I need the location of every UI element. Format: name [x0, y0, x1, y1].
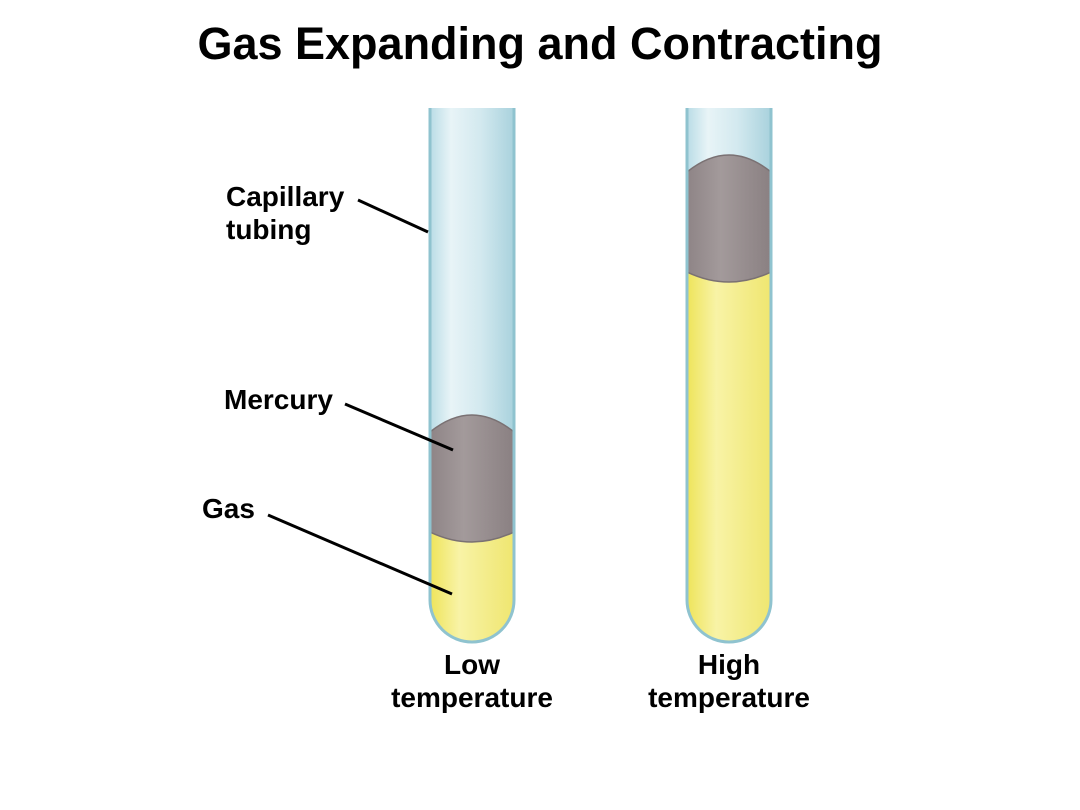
mercury-label: Mercury — [224, 384, 333, 415]
mercury-plug-high — [687, 154, 771, 283]
low-caption-line1: Low — [444, 649, 500, 680]
gas-label: Gas — [202, 493, 255, 524]
mercury-leader-line — [344, 402, 454, 452]
gas-column-high — [687, 272, 771, 642]
capillary-label-line2: tubing — [226, 214, 312, 245]
tube-low-temperature — [428, 108, 516, 644]
high-caption-line1: High — [697, 649, 761, 680]
diagram-title: Gas Expanding and Contracting — [197, 18, 883, 69]
gas-leader-line — [267, 513, 453, 596]
mercury-plug-low — [430, 414, 514, 543]
capillary-label-line1: Capillary — [226, 181, 345, 212]
capillary-tubing-label: Capillary tubing — [226, 180, 344, 246]
tube-high-temperature — [685, 108, 773, 644]
high-temperature-caption: High temperature — [619, 648, 839, 714]
low-temperature-caption: Low temperature — [362, 648, 582, 714]
gas-column-low — [430, 532, 514, 642]
capillary-leader-line — [357, 198, 429, 234]
low-caption-line2: temperature — [391, 682, 553, 713]
high-caption-line2: temperature — [648, 682, 810, 713]
